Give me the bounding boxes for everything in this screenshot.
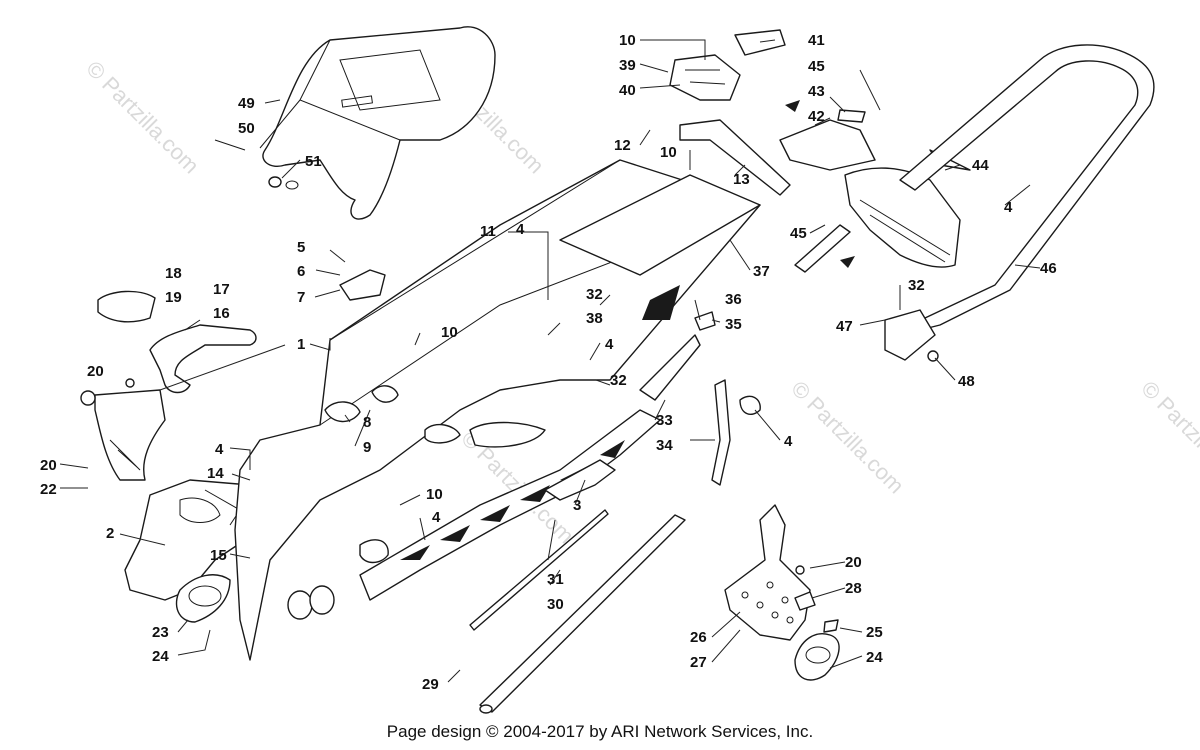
callout-49: 49 bbox=[238, 95, 255, 112]
callout-32b: 32 bbox=[610, 372, 627, 389]
callout-34: 34 bbox=[656, 437, 673, 454]
plate-part-33 bbox=[639, 334, 701, 401]
guard-part-26 bbox=[724, 504, 811, 641]
callout-43: 43 bbox=[808, 83, 825, 100]
callout-25: 25 bbox=[866, 624, 883, 641]
handle-part-16 bbox=[149, 319, 257, 394]
callout-28: 28 bbox=[845, 580, 862, 597]
callout-1: 1 bbox=[297, 336, 305, 353]
callout-47: 47 bbox=[836, 318, 853, 335]
callout-33: 33 bbox=[656, 412, 673, 429]
callout-14: 14 bbox=[207, 465, 224, 482]
rod-part-30 bbox=[479, 514, 686, 714]
callout-26: 26 bbox=[690, 629, 707, 646]
callout-37: 37 bbox=[753, 263, 770, 280]
bracket-part-40 bbox=[669, 54, 741, 101]
callout-4c: 4 bbox=[516, 221, 525, 238]
rod-part-31 bbox=[469, 509, 609, 631]
callout-10a: 10 bbox=[441, 324, 458, 341]
cover-part-18 bbox=[97, 290, 156, 323]
callout-30: 30 bbox=[547, 596, 564, 613]
callout-18: 18 bbox=[165, 265, 182, 282]
callout-4f: 4 bbox=[1004, 199, 1013, 216]
callout-22: 22 bbox=[40, 481, 57, 498]
callout-24a: 24 bbox=[152, 648, 169, 665]
callout-2: 2 bbox=[106, 525, 114, 542]
callout-20a: 20 bbox=[87, 363, 104, 380]
callout-4a: 4 bbox=[215, 441, 224, 458]
callout-27: 27 bbox=[690, 654, 707, 671]
callout-4d: 4 bbox=[605, 336, 614, 353]
callout-19: 19 bbox=[165, 289, 182, 306]
copyright-footer: Page design © 2004-2017 by ARI Network S… bbox=[386, 722, 814, 741]
fastener-50-51 bbox=[214, 139, 299, 190]
callout-51: 51 bbox=[305, 153, 322, 170]
callout-11: 11 bbox=[480, 223, 496, 240]
callout-13: 13 bbox=[733, 171, 750, 188]
callout-4e: 4 bbox=[784, 433, 793, 450]
callout-6: 6 bbox=[297, 263, 305, 280]
callout-29: 29 bbox=[422, 676, 439, 693]
callout-12: 12 bbox=[614, 137, 631, 154]
callout-32a: 32 bbox=[586, 286, 603, 303]
crossbar-part-13 bbox=[679, 119, 791, 196]
callout-36: 36 bbox=[725, 291, 742, 308]
leader-lines bbox=[59, 39, 1041, 683]
callout-32c: 32 bbox=[908, 277, 925, 294]
callout-44: 44 bbox=[972, 157, 989, 174]
flap-part-42 bbox=[779, 119, 876, 171]
footrest-part-25 bbox=[794, 619, 840, 681]
callout-41: 41 bbox=[808, 32, 825, 49]
bumper-part-2 bbox=[80, 378, 166, 481]
strap-part-34 bbox=[711, 379, 761, 486]
footrest-part-23 bbox=[175, 574, 231, 623]
callout-5: 5 bbox=[297, 239, 305, 256]
callout-9: 9 bbox=[363, 439, 371, 456]
trim-part-45 bbox=[785, 100, 855, 273]
callout-10d: 10 bbox=[660, 144, 677, 161]
watermark-4: © Partzilla.com bbox=[1136, 376, 1200, 499]
callout-40: 40 bbox=[619, 82, 636, 99]
callout-23: 23 bbox=[152, 624, 169, 641]
clip-part-35 bbox=[694, 311, 716, 331]
seat-part-49 bbox=[259, 26, 496, 220]
callout-45b: 45 bbox=[790, 225, 807, 242]
watermark-1: © Partzilla.com bbox=[81, 56, 204, 179]
pad-part-7 bbox=[339, 269, 386, 301]
callout-10b: 10 bbox=[426, 486, 443, 503]
callout-39: 39 bbox=[619, 57, 636, 74]
pad-part-8-9 bbox=[324, 385, 399, 423]
callout-16: 16 bbox=[213, 305, 230, 322]
clip-part-28 bbox=[794, 565, 816, 611]
cap-part-41 bbox=[734, 29, 786, 56]
callout-20c: 20 bbox=[845, 554, 862, 571]
tunnel-part-1 bbox=[234, 159, 761, 661]
callout-38: 38 bbox=[586, 310, 603, 327]
callout-numbers: 49 50 51 18 19 17 16 20 20 22 2 4 14 15 … bbox=[40, 32, 1057, 693]
callout-4b: 4 bbox=[432, 509, 441, 526]
bumper-part-46 bbox=[884, 44, 1155, 362]
callout-24b: 24 bbox=[866, 649, 883, 666]
callout-35: 35 bbox=[725, 316, 742, 333]
callout-20b: 20 bbox=[40, 457, 57, 474]
callout-3: 3 bbox=[573, 497, 581, 514]
callout-48: 48 bbox=[958, 373, 975, 390]
callout-42: 42 bbox=[808, 108, 825, 125]
bracket-part-3 bbox=[544, 459, 616, 501]
callout-31: 31 bbox=[547, 571, 564, 588]
callout-45a: 45 bbox=[808, 58, 825, 75]
watermark-3: © Partzilla.com bbox=[786, 376, 909, 499]
callout-46: 46 bbox=[1040, 260, 1057, 277]
callout-7: 7 bbox=[297, 289, 305, 306]
callout-15: 15 bbox=[210, 547, 227, 564]
callout-17: 17 bbox=[213, 281, 230, 298]
callout-50: 50 bbox=[238, 120, 255, 137]
callout-8: 8 bbox=[363, 414, 371, 431]
callout-10c: 10 bbox=[619, 32, 636, 49]
